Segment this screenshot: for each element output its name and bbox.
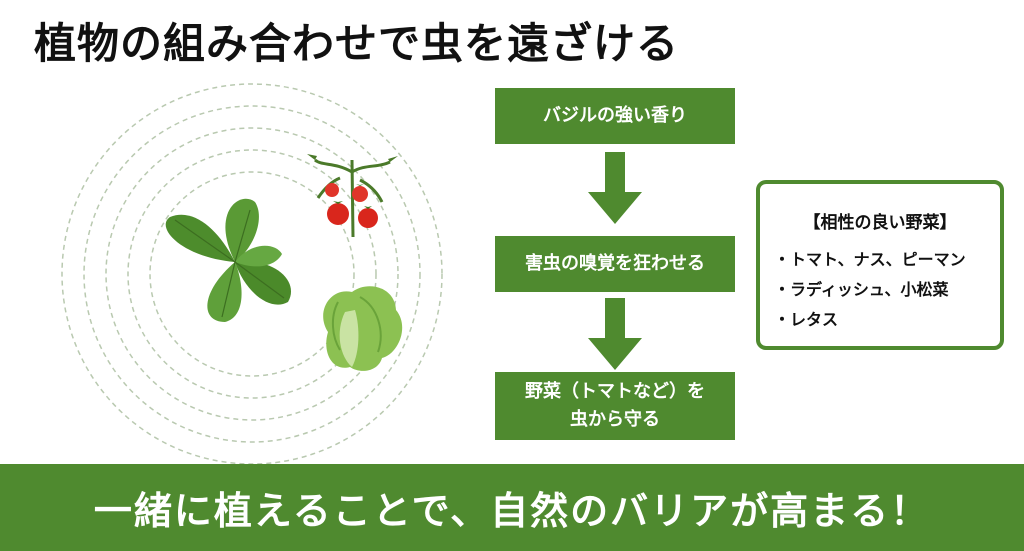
- companion-item: ・ラディッシュ、小松菜: [774, 280, 949, 299]
- flow-step-2: 害虫の嗅覚を狂わせる: [495, 236, 735, 292]
- bottom-banner: 一緒に植えることで、自然のバリアが高まる！: [0, 464, 1024, 551]
- lettuce-icon: [323, 286, 403, 371]
- companion-card: 【相性の良い野菜】 ・トマト、ナス、ピーマン ・ラディッシュ、小松菜 ・レタス: [756, 180, 1004, 350]
- flow-step-3-line-2: 虫から守る: [570, 409, 660, 430]
- companion-heading: 【相性の良い野菜】: [803, 213, 957, 233]
- companion-item: ・レタス: [774, 310, 839, 329]
- flow-step-1-line-1: バジルの強い香り: [543, 105, 687, 126]
- flow-step-2-line-1: 害虫の嗅覚を狂わせる: [525, 253, 705, 274]
- tomato-icon: [307, 154, 398, 238]
- flow-step-3-line-1: 野菜（トマトなど）を: [525, 381, 705, 402]
- companion-item: ・トマト、ナス、ピーマン: [774, 250, 966, 269]
- flow-step-1: バジルの強い香り: [495, 88, 735, 144]
- plant-illustration: [61, 83, 443, 465]
- basil-icon: [165, 198, 292, 322]
- arrow-down-icon: [588, 298, 642, 370]
- arrow-down-icon: [588, 152, 642, 224]
- page-title: 植物の組み合わせで虫を遠ざける: [34, 19, 680, 68]
- flow-step-3: 野菜（トマトなど）を 虫から守る: [495, 372, 735, 440]
